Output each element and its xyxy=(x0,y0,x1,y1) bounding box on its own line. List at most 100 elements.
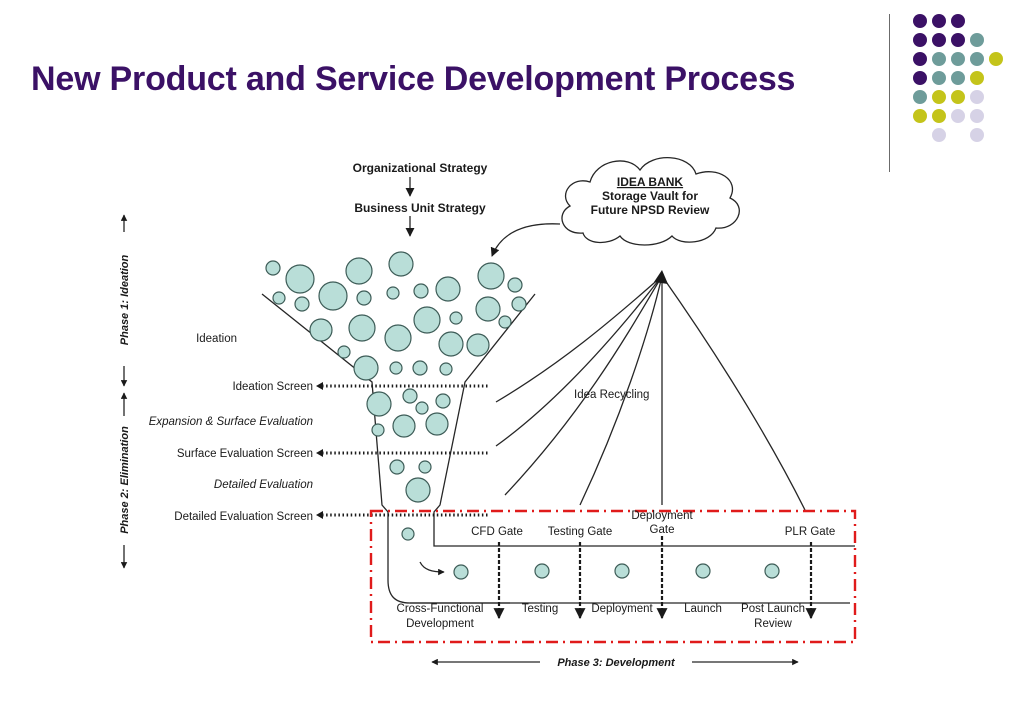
decor-dot xyxy=(970,128,984,142)
decor-dot xyxy=(932,52,946,66)
idea-recycling-label: Idea Recycling xyxy=(574,389,649,401)
detailed-screen-label: Detailed Evaluation Screen xyxy=(174,511,313,523)
gate-cfd-label: CFD Gate xyxy=(471,526,523,538)
idea-bubble xyxy=(348,314,376,342)
idea-bubble xyxy=(475,296,501,322)
phase-3-label: Phase 3: Development xyxy=(557,657,676,669)
decor-dot xyxy=(913,52,927,66)
gate-deployment-label-line1: Deployment xyxy=(631,510,693,522)
funnel-outline xyxy=(261,293,855,604)
idea-bubble xyxy=(413,306,441,334)
stage-cfd-label-line2: Development xyxy=(406,618,475,630)
decor-dot xyxy=(932,71,946,85)
decor-dot xyxy=(932,109,946,123)
decor-dot xyxy=(951,14,965,28)
decor-dot xyxy=(970,52,984,66)
idea-bubble xyxy=(389,361,403,375)
idea-bubble xyxy=(435,393,451,409)
idea-bubble xyxy=(345,257,373,285)
bu-strategy-label: Business Unit Strategy xyxy=(354,201,486,215)
idea-bubble xyxy=(384,324,412,352)
idea-bubble xyxy=(265,260,281,276)
decor-dot xyxy=(913,109,927,123)
idea-bubble xyxy=(294,296,310,312)
decor-dot xyxy=(970,33,984,47)
idea-bubble xyxy=(405,477,431,503)
idea-bubble xyxy=(318,281,348,311)
idea-bubble xyxy=(511,296,527,312)
detailed-screen-arrowhead xyxy=(316,511,323,519)
decor-dot xyxy=(970,90,984,104)
idea-recycling-arrowhead xyxy=(654,270,668,284)
idea-bubble xyxy=(425,412,449,436)
phase-1-label: Phase 1: Ideation xyxy=(119,254,131,345)
stage-bubble xyxy=(764,563,780,579)
decor-dot xyxy=(951,90,965,104)
idea-bubble xyxy=(389,459,405,475)
entry-arrow xyxy=(419,561,445,576)
idea-bubble xyxy=(366,391,392,417)
idea-bank-line2: Future NPSD Review xyxy=(591,203,710,217)
expansion-label: Expansion & Surface Evaluation xyxy=(149,416,313,428)
decor-dot xyxy=(932,128,946,142)
stage-cfd-label-line1: Cross-Functional xyxy=(397,603,484,615)
stage-testing-label: Testing xyxy=(522,603,558,615)
idea-bubble xyxy=(466,333,490,357)
decor-dot xyxy=(951,52,965,66)
stage-launch-label: Launch xyxy=(684,603,722,615)
gate-lines xyxy=(493,536,817,620)
idea-recycling-lines xyxy=(495,275,806,511)
idea-bubble xyxy=(412,360,428,376)
idea-bank-cloud xyxy=(561,157,740,246)
stage-bubble xyxy=(534,563,550,579)
idea-bubble xyxy=(439,362,453,376)
idea-bubble xyxy=(438,331,464,357)
idea-bubble xyxy=(415,401,429,415)
decor-dot xyxy=(913,90,927,104)
stage-plr-label-line2: Review xyxy=(754,618,792,630)
decor-dot xyxy=(970,71,984,85)
decorative-dot-grid xyxy=(905,12,1015,152)
surface-screen-label: Surface Evaluation Screen xyxy=(177,448,313,460)
decor-dot xyxy=(951,71,965,85)
title-divider xyxy=(889,14,890,172)
slide-title: New Product and Service Development Proc… xyxy=(31,60,796,98)
idea-bubble xyxy=(435,276,461,302)
decor-dot xyxy=(989,52,1003,66)
surface-screen-arrowhead xyxy=(316,449,323,457)
idea-bubble xyxy=(272,291,286,305)
idea-bubble xyxy=(507,277,523,293)
phase-2-label: Phase 2: Elimination xyxy=(119,426,131,534)
idea-bubble xyxy=(392,414,416,438)
idea-bank-title: IDEA BANK xyxy=(617,175,684,189)
gate-plr-label: PLR Gate xyxy=(785,526,836,538)
idea-bubble xyxy=(449,311,463,325)
stage-plr-label-line1: Post Launch xyxy=(741,603,805,615)
idea-bubble xyxy=(477,262,505,290)
idea-bubble xyxy=(386,286,400,300)
idea-bubble xyxy=(356,290,372,306)
idea-bubble xyxy=(413,283,429,299)
idea-bubble xyxy=(353,355,379,381)
idea-bubble xyxy=(285,264,315,294)
stage-bubble xyxy=(695,563,711,579)
decor-dot xyxy=(913,14,927,28)
gate-deployment-label-line2: Gate xyxy=(650,524,675,536)
stage-bubble xyxy=(453,564,469,580)
development-phase-box xyxy=(369,509,857,644)
decor-dot xyxy=(970,109,984,123)
decor-dot xyxy=(932,90,946,104)
detailed-eval-label: Detailed Evaluation xyxy=(214,479,313,491)
idea-bubble xyxy=(498,315,512,329)
idea-bubble xyxy=(371,423,385,437)
idea-bubbles xyxy=(265,251,527,541)
decor-dot xyxy=(951,109,965,123)
stage-bubbles xyxy=(453,563,780,580)
ideation-screen-arrowhead xyxy=(316,382,323,390)
decor-dot xyxy=(913,33,927,47)
idea-bank-line1: Storage Vault for xyxy=(602,189,698,203)
ideation-label: Ideation xyxy=(196,333,237,345)
idea-bubble xyxy=(402,388,418,404)
idea-bank-return-arrow xyxy=(490,223,561,257)
decor-dot xyxy=(913,71,927,85)
